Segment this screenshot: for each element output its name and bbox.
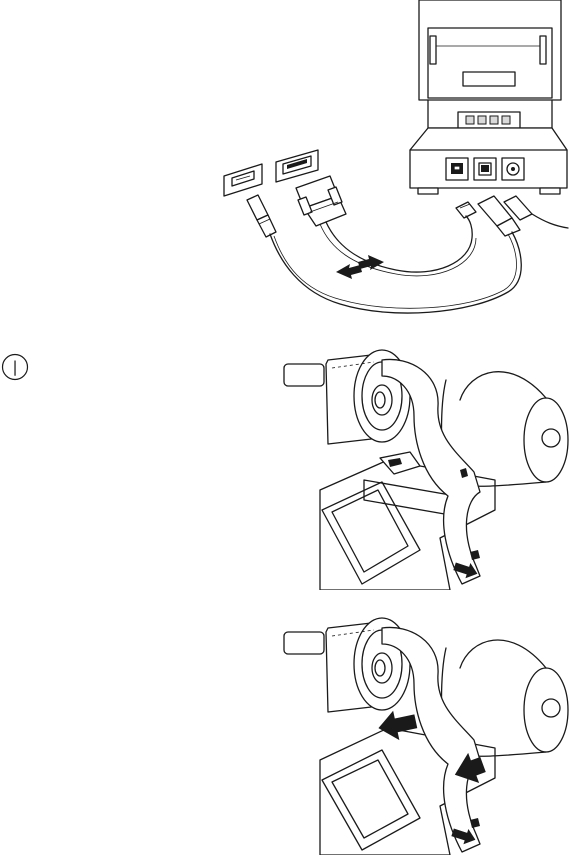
figure-close-cover [270,610,569,855]
paper-roll-loading-diagram [270,340,569,590]
port-usb-b [474,158,496,180]
usb-port-panel [224,164,262,196]
cable-connection-diagram [0,0,569,330]
port-dc-power [502,158,524,180]
close-cover-diagram [270,610,569,855]
figure-connect-cables [0,0,569,330]
port-rj-drawer [446,158,468,180]
serial-db9-plug [296,176,346,226]
info-icon-glyph: | [0,358,30,376]
insert-arrows [336,255,384,279]
usb-cable [270,232,521,313]
printer-rear-view [410,0,567,194]
info-icon: | [0,352,30,382]
usb-a-plug [247,195,276,237]
figure-load-paper-roll [270,340,569,590]
serial-cable [326,216,472,272]
serial-port-panel [276,150,318,182]
